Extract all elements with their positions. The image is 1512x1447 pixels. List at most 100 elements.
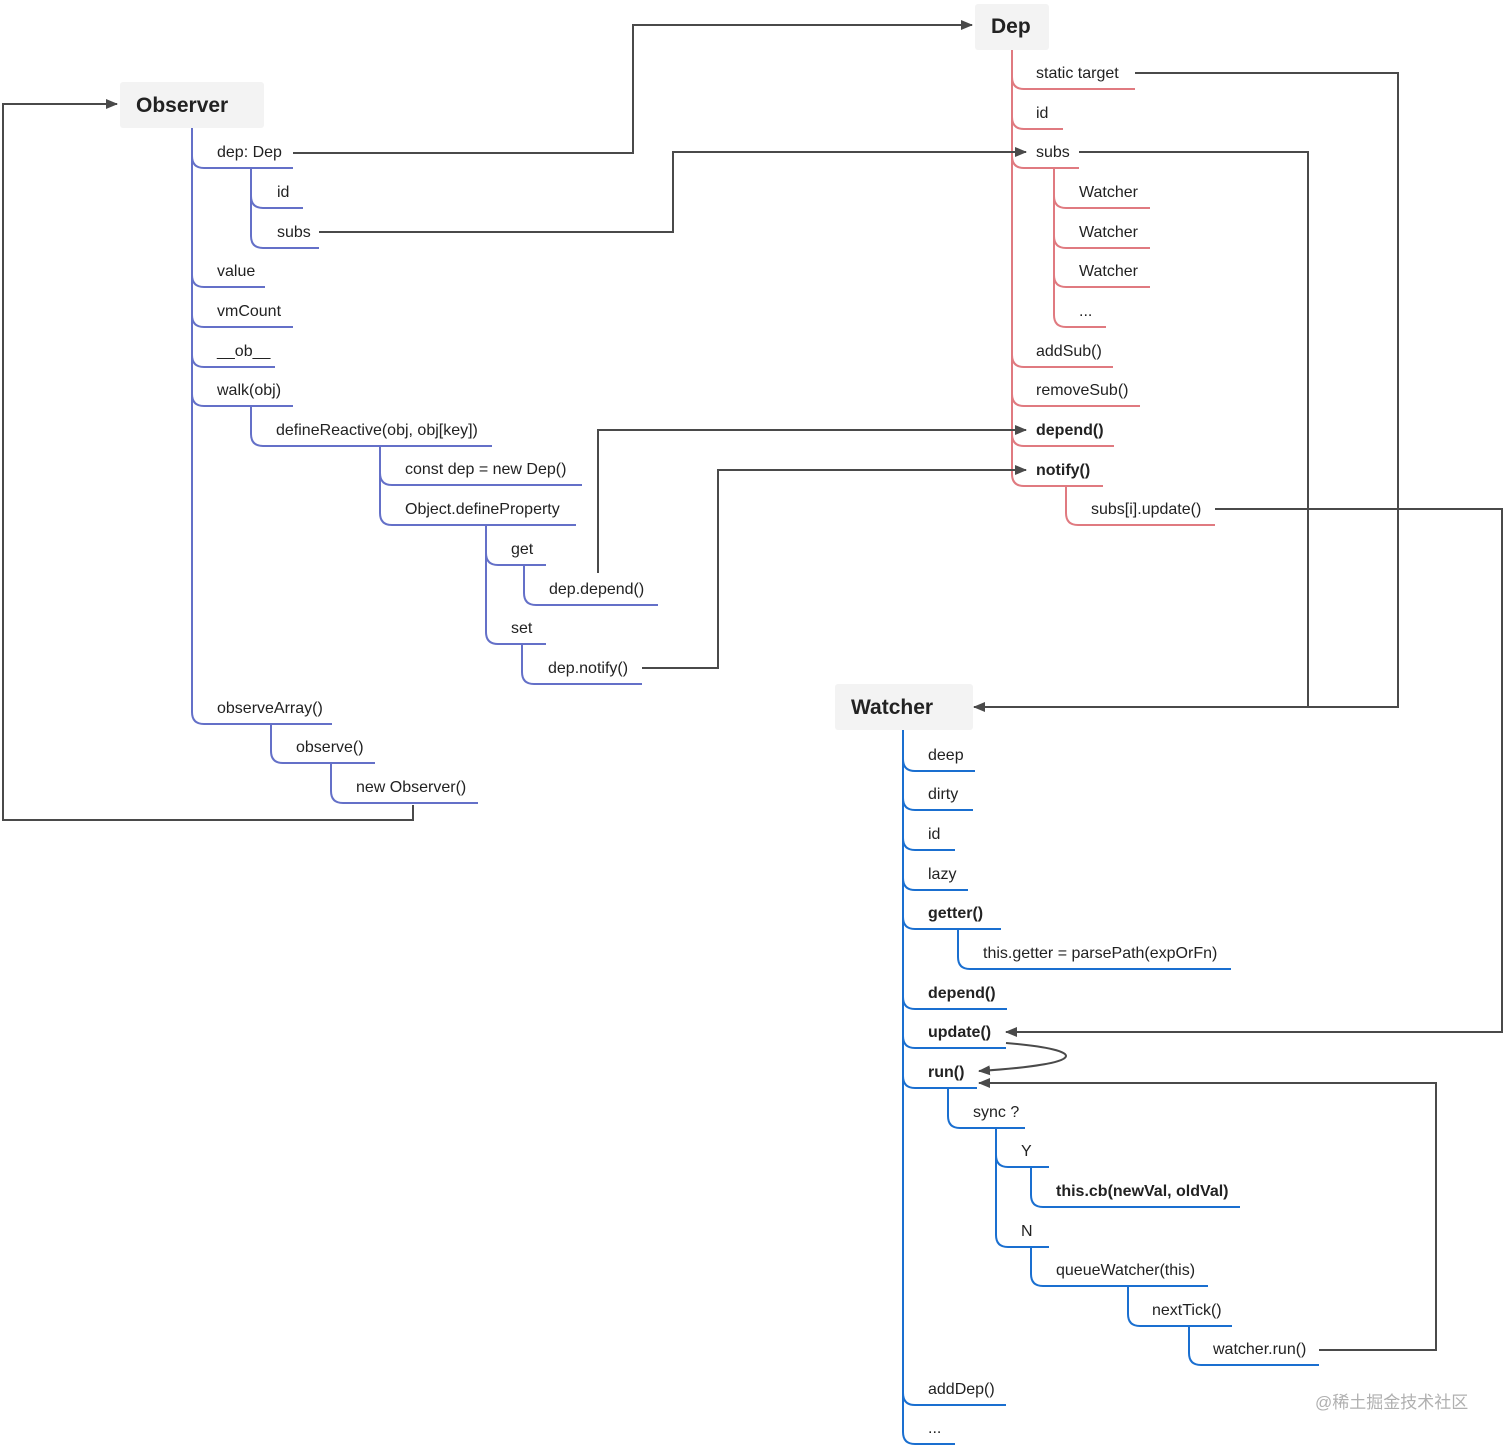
observer-branch-defineproperty	[379, 512, 576, 526]
watcher-branch-getter	[902, 916, 1001, 930]
observer-value: value	[217, 263, 255, 280]
watcher-branch-depend	[902, 996, 1007, 1010]
dep-depend: depend()	[1036, 422, 1104, 439]
connector-subsupdate-to-update	[1005, 508, 1503, 1037]
dep-id: id	[1036, 105, 1048, 122]
watcher-more: ...	[928, 1420, 941, 1437]
observer-branch-vmcount	[191, 314, 293, 328]
watcher-branch-sync	[947, 1088, 1025, 1129]
watcher-yes: Y	[1021, 1143, 1032, 1160]
dep-subsupdate: subs[i].update()	[1091, 501, 1201, 518]
watcher-nexttick: nextTick()	[1152, 1302, 1222, 1319]
dep-branch-addsub	[1011, 354, 1113, 368]
watcher-branch-lazy	[902, 877, 968, 891]
dep-branch-removesub	[1011, 393, 1140, 407]
connector-statictarget-to-watcher	[973, 72, 1399, 712]
observer-constdep: const dep = new Dep()	[405, 461, 566, 478]
watcher-watcherrun: watcher.run()	[1212, 1341, 1306, 1358]
dep-branch-watcher1	[1053, 195, 1150, 209]
observer-dep-id: id	[277, 184, 289, 201]
observer-vmcount: vmCount	[217, 303, 282, 320]
observer-ob: __ob__	[216, 343, 271, 360]
dep-subs: subs	[1036, 144, 1070, 161]
watcher-branch-run	[902, 1075, 977, 1089]
observer-branch-depnotify	[521, 644, 642, 685]
dep-removesub: removeSub()	[1036, 382, 1128, 399]
connector-depnotify-to-notify	[642, 465, 1027, 669]
watcher-lazy: lazy	[928, 866, 956, 883]
watcher-getter: getter()	[928, 905, 983, 922]
connector-observer-subs-to-dep-subs	[319, 147, 1027, 233]
observer-branch-depdepend	[523, 565, 658, 606]
dep-branch-more	[1053, 314, 1106, 328]
watcher-root-box	[835, 684, 973, 730]
watcher-adddep: addDep()	[928, 1381, 995, 1398]
observer-title: Observer	[136, 94, 228, 117]
watcher-labels: deep dirty id lazy getter() this.getter …	[928, 747, 1306, 1437]
observer-branch-dep-subs	[250, 235, 319, 249]
connector-depsubs-to-watcher	[1079, 151, 1309, 707]
dep-branch-watcher2	[1053, 235, 1150, 249]
dep-statictarget: static target	[1036, 65, 1119, 82]
observer-branch-get	[485, 552, 546, 566]
watcher-branch-deep	[902, 758, 975, 772]
watcher-branch-yes	[995, 1154, 1049, 1168]
dep-tree	[1011, 50, 1215, 526]
watcher-branch-no	[995, 1234, 1049, 1248]
watcher-branch-adddep	[902, 1392, 1006, 1406]
watcher-queuewatcher: queueWatcher(this)	[1056, 1262, 1195, 1279]
watcher-id: id	[928, 826, 940, 843]
watcher-getterassign: this.getter = parsePath(expOrFn)	[983, 945, 1217, 962]
dep-branch-id	[1011, 116, 1063, 130]
watcher-branch-getterassign	[957, 929, 1231, 970]
watcher-no: N	[1021, 1223, 1033, 1240]
observer-branch-walk	[191, 393, 293, 407]
watcher-branch-id	[902, 837, 955, 851]
watcher-branch-update	[902, 1035, 1006, 1049]
observer-branch-newobserver	[330, 763, 478, 804]
observer-labels: dep: Dep id subs value vmCount __ob__ wa…	[216, 144, 644, 796]
watcher-deep: deep	[928, 747, 964, 764]
observer-dep-field: dep: Dep	[217, 144, 282, 161]
observer-branch-value	[191, 274, 265, 288]
observer-defineproperty: Object.defineProperty	[405, 501, 560, 518]
dep-watcher-3: Watcher	[1079, 263, 1139, 280]
observer-walk: walk(obj)	[216, 382, 281, 399]
dep-title: Dep	[991, 15, 1031, 38]
observer-observearray: observeArray()	[217, 700, 323, 717]
watcher-branch-cb	[1030, 1167, 1240, 1208]
observer-root-box	[120, 82, 264, 128]
observer-dep-subs: subs	[277, 224, 311, 241]
watermark: @稀土掘金技术社区	[1315, 1393, 1468, 1412]
watcher-title: Watcher	[851, 696, 933, 719]
watcher-update: update()	[928, 1024, 991, 1041]
observer-observe: observe()	[296, 739, 364, 756]
watcher-branch-more	[902, 1431, 955, 1445]
observer-branch-constdep	[379, 472, 582, 486]
observer-depnotify: dep.notify()	[548, 660, 628, 677]
connector-depdepend-to-depend	[597, 425, 1027, 573]
dep-branch-depend	[1011, 433, 1114, 447]
watcher-sync: sync ?	[973, 1104, 1019, 1121]
observer-definereactive: defineReactive(obj, obj[key])	[276, 422, 478, 439]
watcher-depend: depend()	[928, 985, 996, 1002]
observer-newobserver: new Observer()	[356, 779, 466, 796]
observer-set: set	[511, 620, 533, 637]
connector-dep-field-to-dep	[293, 20, 973, 154]
observer-branch-dep-id	[250, 195, 303, 209]
dep-branch-notify	[1011, 473, 1103, 487]
watcher-branch-queuewatcher	[1030, 1247, 1208, 1287]
observer-branch-set	[485, 631, 546, 645]
watcher-branch-dirty	[902, 797, 973, 811]
watcher-branch-watcherrun	[1188, 1326, 1319, 1366]
dep-branch-subsupdate	[1065, 486, 1215, 526]
dep-notify: notify()	[1036, 462, 1090, 479]
watcher-run: run()	[928, 1064, 964, 1081]
watcher-cb: this.cb(newVal, oldVal)	[1056, 1183, 1228, 1200]
connector-update-to-run	[978, 1042, 1067, 1076]
connectors	[2, 20, 1503, 1351]
observer-get: get	[511, 541, 534, 558]
observer-branch-dep	[191, 155, 293, 169]
connector-watcherrun-to-run	[978, 1078, 1437, 1351]
